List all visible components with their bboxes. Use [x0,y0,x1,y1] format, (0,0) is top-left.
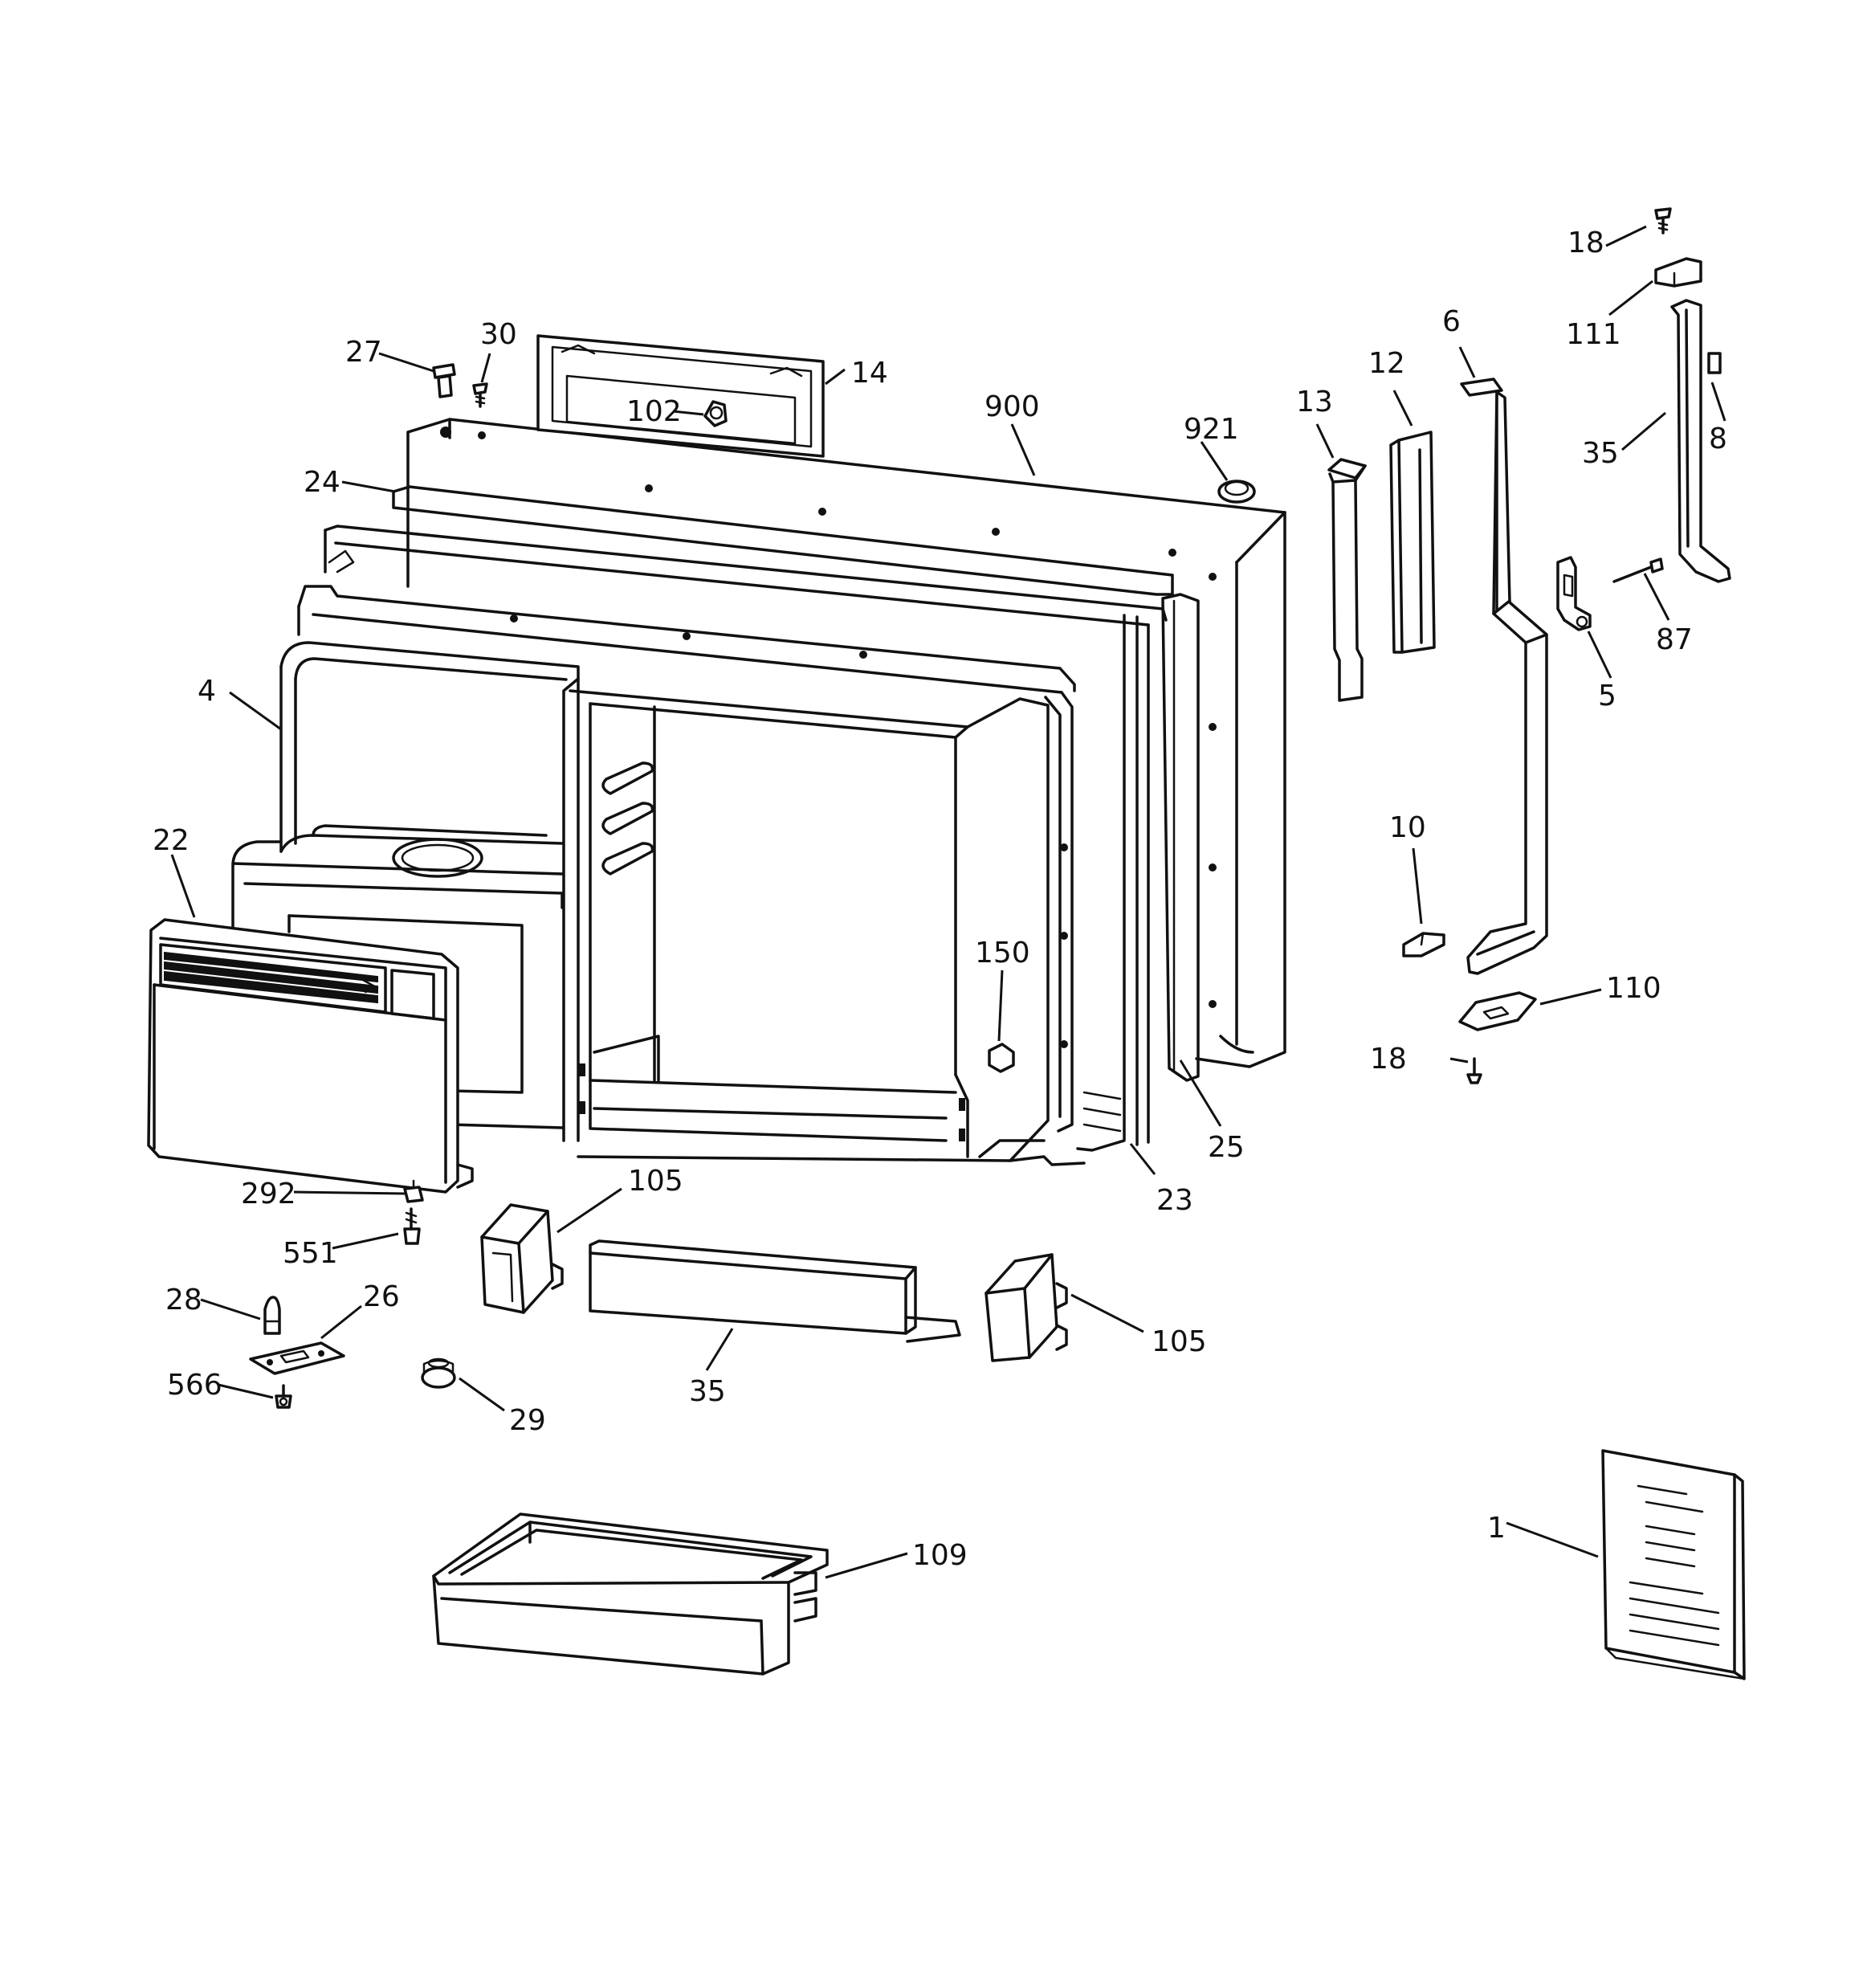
callout-29: 29 [509,1404,546,1437]
callout-1: 1 [1487,1512,1506,1545]
callout-27: 27 [345,336,382,369]
callout-23: 23 [1156,1184,1193,1217]
callout-10: 10 [1389,811,1426,844]
callout-87: 87 [1656,623,1693,656]
part-13-bracket [1327,458,1367,702]
callout-12: 12 [1368,347,1405,380]
callout-22: 22 [153,824,190,857]
callout-6: 6 [1442,305,1461,338]
callout-28: 28 [165,1284,202,1316]
part-105-right-bracket [984,1253,1068,1362]
callout-8: 8 [1709,423,1727,455]
callout-18-top: 18 [1567,227,1604,259]
callout-14: 14 [851,357,888,390]
callout-4: 4 [198,675,216,708]
part-111-hinge-cap [1654,257,1702,288]
part-921-plug [1217,480,1256,504]
callout-150: 150 [975,937,1030,970]
callout-102: 102 [626,395,682,428]
callout-18-bottom: 18 [1370,1043,1407,1076]
part-18-bottom-screw [1466,1057,1482,1084]
part-18-top-screw [1654,207,1672,235]
part-4-liner [231,585,1086,1166]
callout-292: 292 [241,1178,296,1210]
callout-35-lower: 35 [689,1375,726,1408]
callout-25: 25 [1208,1131,1245,1164]
part-150-knob [988,1043,1015,1073]
part-26-plate [249,1341,345,1375]
part-29-grommet [421,1357,456,1389]
callout-110: 110 [1606,972,1661,1005]
part-28-clip [263,1296,281,1335]
part-5-hinge-pin [1556,556,1592,631]
part-1-manual [1601,1449,1746,1680]
part-900-outer-case [406,418,1286,1068]
callout-921: 921 [1184,413,1239,446]
part-14-panel [536,334,825,458]
part-10-bracket [1402,932,1445,957]
part-22-front-panel [147,918,474,1194]
part-35-upper-hinge-bar [1670,299,1731,583]
callout-111: 111 [1566,318,1621,351]
callout-105-right: 105 [1152,1325,1207,1358]
part-30-screw [472,382,488,408]
part-292-screw [403,1179,424,1203]
part-8-tab [1707,352,1722,374]
callout-551: 551 [283,1237,338,1270]
part-24-strip [392,485,1174,596]
part-35-bottom-rail [589,1239,961,1343]
part-6-hinge [1460,378,1548,975]
part-27-bolt [432,363,456,398]
part-25-strip [1161,593,1200,1082]
leader-lines [170,225,1726,1579]
callout-566: 566 [167,1369,222,1402]
callout-24: 24 [304,466,340,499]
part-102-bolt [703,400,728,427]
part-105-left-bracket [480,1203,564,1314]
part-551-screw [403,1207,421,1245]
callout-labels: 18 111 27 30 14 102 900 921 13 12 6 35 8… [153,227,1727,1572]
callout-26: 26 [363,1280,400,1313]
callout-109: 109 [912,1539,968,1572]
part-566-screw [275,1384,292,1409]
part-110-lower-hinge [1458,991,1537,1031]
part-12-bracket [1389,431,1436,654]
callout-35-upper: 35 [1582,437,1619,470]
part-87-screw [1612,557,1664,583]
part-109-bin [432,1512,829,1676]
callout-30: 30 [480,318,517,351]
callout-900: 900 [984,390,1040,423]
callout-5: 5 [1598,680,1616,712]
callout-13: 13 [1296,386,1333,418]
callout-105-left: 105 [628,1165,683,1198]
